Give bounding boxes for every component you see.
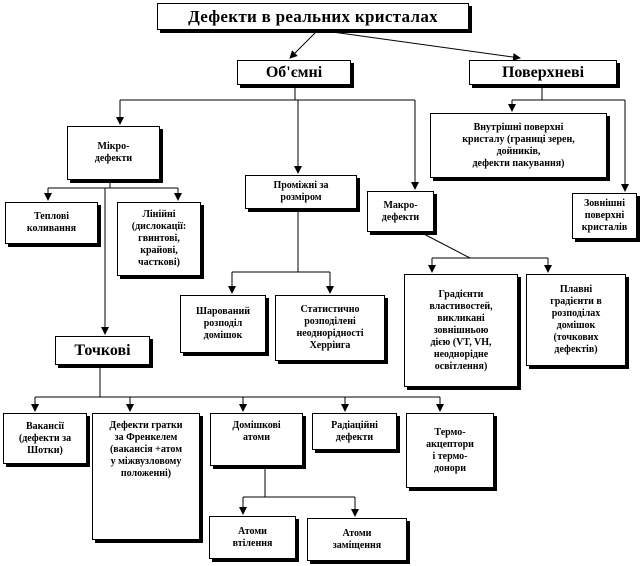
external-surfaces: Зовнішні поверхні кристалів: [572, 193, 637, 239]
micro-defects: Мікро- дефекти: [67, 126, 160, 180]
frenkel-defects: Дефекти гратки за Френкелем (вакансія +а…: [92, 413, 200, 540]
thermal-vibrations: Теплові коливання: [5, 202, 98, 244]
vacancies: Вакансії (дефекти за Шотки): [3, 413, 87, 464]
interstitial-atoms: Атоми втілення: [209, 516, 296, 559]
property-gradients: Градієнти властивостей, викликані зовніш…: [404, 274, 518, 387]
volumetric-defects: Об'ємні: [237, 60, 351, 85]
radiation-defects: Радіаційні дефекти: [312, 413, 397, 450]
smooth-impurity-gradients: Плавні градієнти в розподілах домішок (т…: [526, 274, 626, 366]
internal-surfaces: Внутрішні поверхні кристалу (границі зер…: [430, 113, 607, 178]
point-defects: Точкові: [55, 336, 150, 365]
impurity-atoms: Домішкові атоми: [210, 413, 303, 466]
surface-defects: Поверхневі: [469, 60, 617, 85]
intermediate-size-defects: Проміжні за розміром: [245, 175, 357, 209]
layered-impurity-distribution: Шарований розподіл домішок: [180, 295, 266, 353]
root-title: Дефекти в реальних кристалах: [157, 3, 469, 30]
statistical-inhomogeneities: Статистично розподілені неоднорідності Х…: [275, 295, 385, 361]
substitution-atoms: Атоми заміщення: [307, 518, 407, 561]
macro-defects: Макро- дефекти: [367, 191, 434, 232]
thermo-acceptors-donors: Термо- акцептори і термо- донори: [406, 413, 494, 488]
linear-defects: Лінійні (дислокації: гвинтові, крайові, …: [117, 202, 201, 276]
